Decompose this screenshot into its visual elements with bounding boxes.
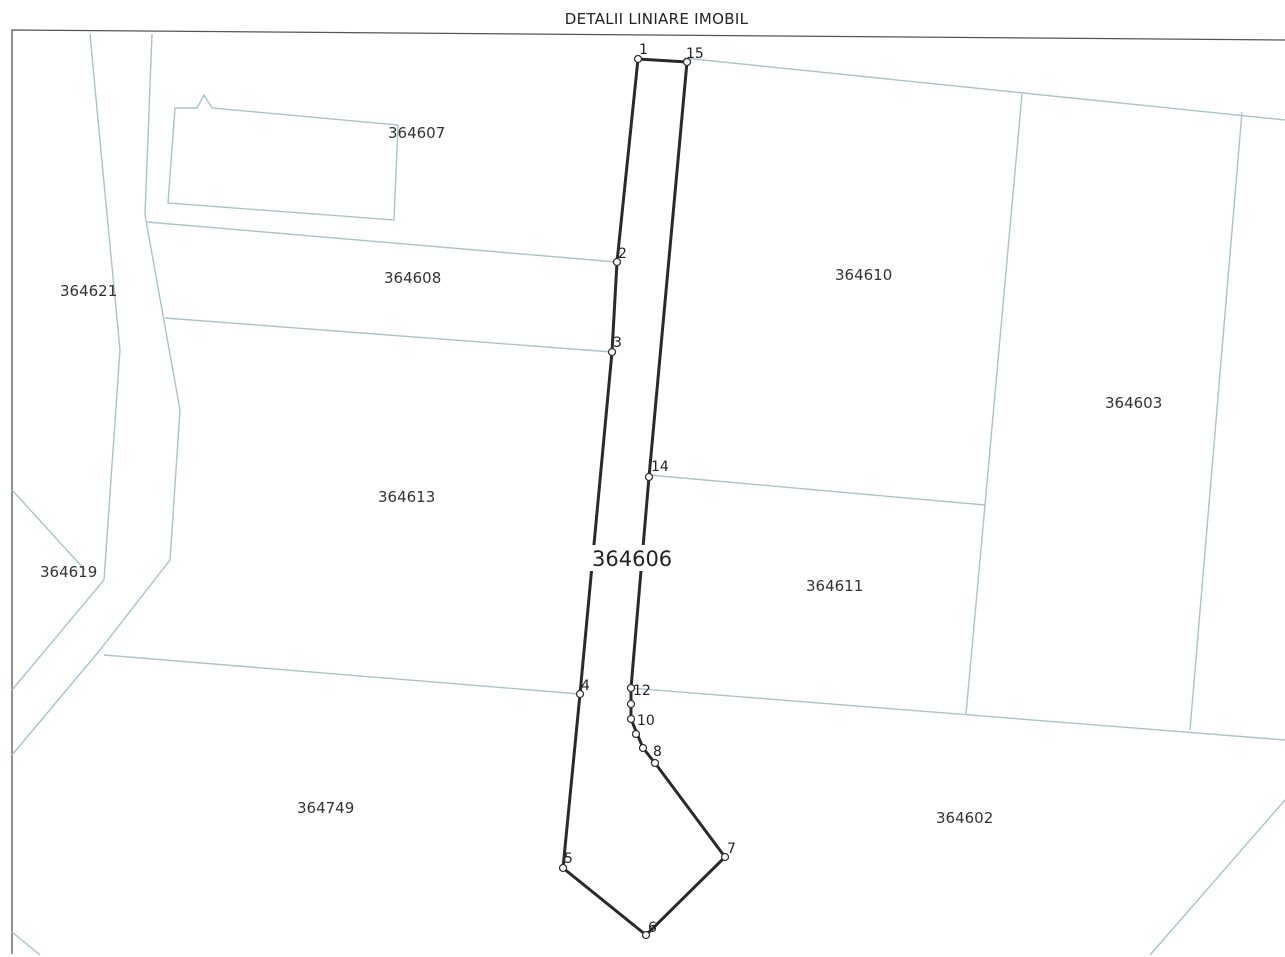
vertex-label-14: 14 (651, 459, 669, 475)
vertex-label-15: 15 (686, 46, 704, 62)
parcel-label-364611[interactable]: 364611 (806, 577, 863, 595)
main-parcel-label[interactable]: 364606 (592, 547, 672, 571)
parcel-364606-boundary[interactable] (561, 57, 727, 937)
vertex-label-7: 7 (727, 841, 736, 857)
vertex-label-4: 4 (581, 678, 590, 694)
parcel-boundaries (11, 33, 1285, 956)
parcel-label-364610[interactable]: 364610 (835, 266, 892, 284)
vertex-label-6: 6 (648, 920, 657, 936)
parcel-label-364607[interactable]: 364607 (388, 124, 445, 142)
vertex-label-2: 2 (618, 246, 627, 262)
vertex-label-12: 12 (633, 683, 651, 699)
parcel-label-364602[interactable]: 364602 (936, 809, 993, 827)
vertex-label-1: 1 (639, 42, 648, 58)
vertex-label-5: 5 (564, 851, 573, 867)
main-parcel-label-background (588, 545, 676, 571)
boundary-vertices (558, 54, 730, 940)
parcel-label-364613[interactable]: 364613 (378, 488, 435, 506)
parcel-label-364608[interactable]: 364608 (384, 269, 441, 287)
vertex-label-3: 3 (613, 335, 622, 351)
parcel-label-364621[interactable]: 364621 (60, 282, 117, 300)
map-frame (11, 29, 1285, 954)
vertex-label-8: 8 (653, 744, 662, 760)
parcel-label-364619[interactable]: 364619 (40, 563, 97, 581)
parcel-label-364749[interactable]: 364749 (297, 799, 354, 817)
parcel-label-364603[interactable]: 364603 (1105, 394, 1162, 412)
vertex-label-10: 10 (637, 713, 655, 729)
map-title: DETALII LINIARE IMOBIL (564, 10, 749, 28)
